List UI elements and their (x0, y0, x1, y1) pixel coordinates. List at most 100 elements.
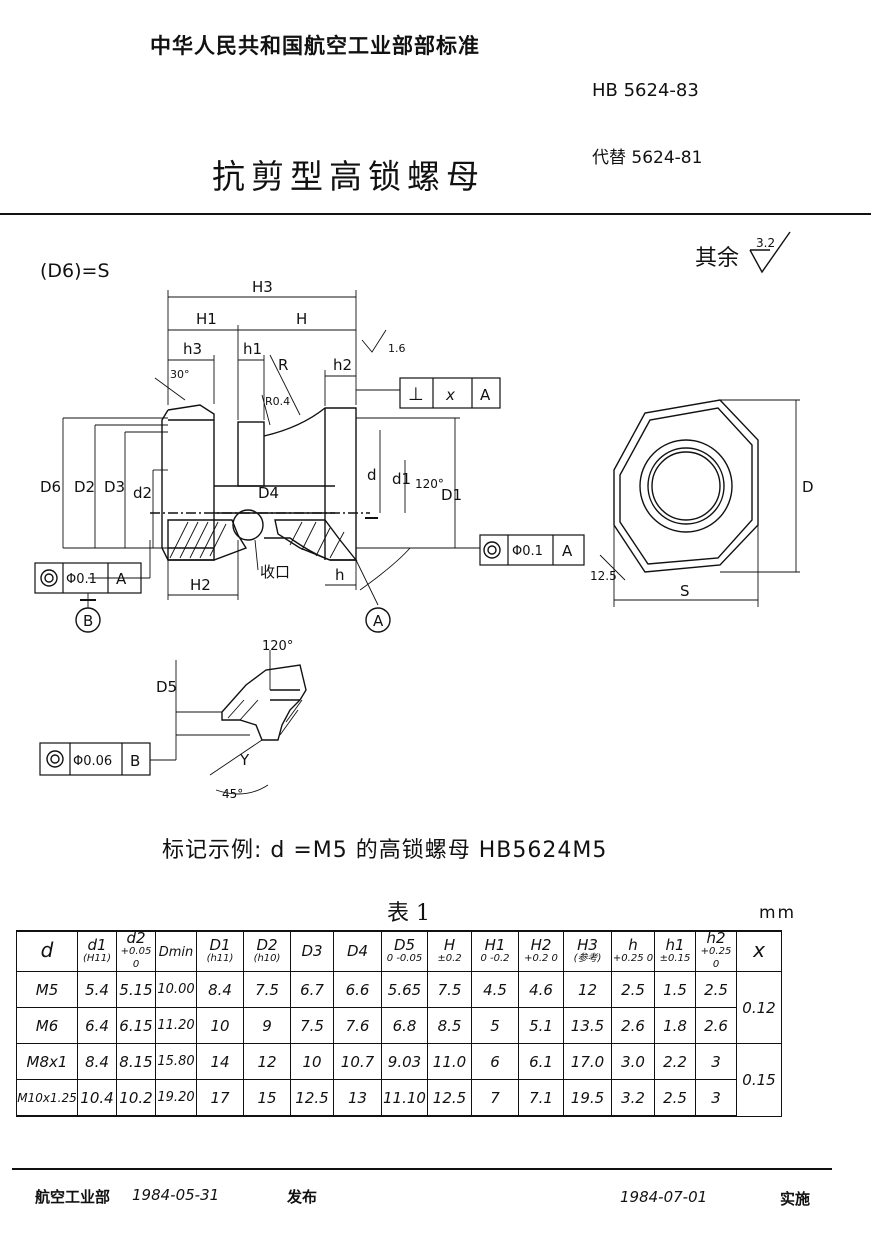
table-row: M10x1.25 10.4 10.2 19.20 17 15 12.5 13 1… (16, 1079, 782, 1117)
perp-symbol: ⊥ (408, 384, 424, 405)
publish-date: 1984-05-31 (132, 1186, 220, 1204)
cell: M10x1.25 (16, 1079, 78, 1117)
cell: 19.20 (155, 1079, 197, 1117)
datum-a-label: A (373, 612, 384, 630)
footer-divider (12, 1168, 832, 1170)
cell: 3 (695, 1079, 737, 1117)
label-d1: d1 (392, 470, 411, 488)
technical-drawing: H3 H1 H h3 h1 R h2 R0.4 30° 1.6 D6 D2 D3… (34, 231, 814, 801)
cell: 13.5 (563, 1007, 612, 1044)
cell: 1.8 (654, 1007, 696, 1044)
cell: M6 (16, 1007, 78, 1044)
cell: 6.1 (518, 1043, 564, 1080)
cell: 7.5 (290, 1007, 334, 1044)
table-row: M6 6.4 6.15 11.20 10 9 7.5 7.6 6.8 8.5 5… (16, 1007, 782, 1044)
label-h3-small: h3 (183, 340, 202, 358)
conc-tol-a: Φ0.1 (512, 544, 543, 559)
cell: 15.80 (155, 1043, 197, 1080)
cell: 5.4 (77, 971, 117, 1008)
datum-a-circle (365, 607, 391, 633)
roughness-value: 3.2 (756, 236, 775, 250)
table-unit: mm (759, 903, 797, 923)
label-d2: D2 (74, 478, 95, 496)
cell: 6.8 (381, 1007, 428, 1044)
table-title: 表 1 (387, 901, 430, 926)
cell: 17 (196, 1079, 244, 1117)
cell: 6.7 (290, 971, 334, 1008)
cell: 11.20 (155, 1007, 197, 1044)
label-d-cap: D (802, 478, 814, 496)
th-h: H±0.2 (427, 930, 472, 972)
cell: 9.03 (381, 1043, 428, 1080)
th-d: d (16, 930, 78, 972)
label-h-small: h (335, 566, 345, 584)
cell: M5 (16, 971, 78, 1008)
cell: 4.5 (471, 971, 519, 1008)
datum-b-label: B (83, 612, 93, 630)
perp-tol: x (445, 386, 455, 404)
concentricity-icons (40, 541, 501, 768)
cell: 3 (695, 1043, 737, 1080)
label-y: Y (239, 751, 250, 769)
cell: 12 (563, 971, 612, 1008)
cell: 15 (243, 1079, 291, 1117)
table-row: M5 5.4 5.15 10.00 8.4 7.5 6.7 6.6 5.65 7… (16, 971, 782, 1044)
roughness-symbol-icon (749, 231, 791, 274)
cell: 7.5 (427, 971, 472, 1008)
label-45deg: 45° (222, 787, 243, 801)
label-d: d (367, 466, 377, 484)
cell-x: 0.15 (736, 1043, 782, 1117)
label-h1-small: h1 (243, 340, 262, 358)
cell: 5 (471, 1007, 519, 1044)
cell: 11.0 (427, 1043, 472, 1080)
label-d2-small: d2 (133, 484, 152, 502)
label-30deg: 30° (170, 368, 190, 381)
cell: 9 (243, 1007, 291, 1044)
cell: 4.6 (518, 971, 564, 1008)
cell: 12.5 (290, 1079, 334, 1117)
label-120deg: 120° (415, 477, 444, 491)
conc-tol-c: Φ0.06 (73, 754, 112, 769)
th-d1-cap: D1(h11) (196, 930, 244, 972)
label-120deg-detail: 120° (262, 639, 293, 654)
label-d6: D6 (40, 478, 61, 496)
marking-example: 标记示例: d =M5 的高锁螺母 HB5624M5 (162, 838, 608, 863)
cell: 7.1 (518, 1079, 564, 1117)
th-x: x (736, 930, 782, 972)
detail-view (150, 650, 307, 795)
label-s: S (680, 582, 690, 600)
cell: 7 (471, 1079, 519, 1117)
conc-datum-a: A (562, 542, 573, 560)
cell: 2.5 (654, 1079, 696, 1117)
cell: 2.5 (695, 971, 737, 1008)
table-header-row: d d1(H11) d2+0.05 0 Dmin D1(h11) D2(h10)… (16, 930, 782, 972)
cell: 2.2 (654, 1043, 696, 1080)
cell: 3.2 (611, 1079, 655, 1117)
label-r: R (278, 356, 288, 374)
label-shoukou: 收口 (260, 563, 290, 581)
document-title: 抗剪型高锁螺母 (212, 157, 485, 196)
cell: 10.00 (155, 971, 197, 1008)
frame-labels: ⊥ x A Φ0.1 A Φ0.1 A Φ0.06 B B A (66, 384, 573, 770)
label-r04: R0.4 (265, 395, 290, 408)
cell: 1.5 (654, 971, 696, 1008)
cell: 6.4 (77, 1007, 117, 1044)
label-d3: D3 (104, 478, 125, 496)
cell: 14 (196, 1043, 244, 1080)
label-h1: H1 (196, 310, 217, 328)
cell: 5.1 (518, 1007, 564, 1044)
header-divider (0, 213, 871, 215)
publisher: 航空工业部 (35, 1188, 111, 1206)
th-d4: D4 (333, 930, 382, 972)
label-h3: H3 (252, 278, 273, 296)
cell: 5.65 (381, 971, 428, 1008)
dimension-lines (62, 290, 480, 606)
detail-hatching (227, 699, 303, 736)
th-d1: d1(H11) (77, 930, 117, 972)
cell: 10 (290, 1043, 334, 1080)
section-hatching (169, 521, 345, 559)
label-d1-cap: D1 (441, 486, 462, 504)
cell: 11.10 (381, 1079, 428, 1117)
conc-datum-b: A (116, 570, 127, 588)
